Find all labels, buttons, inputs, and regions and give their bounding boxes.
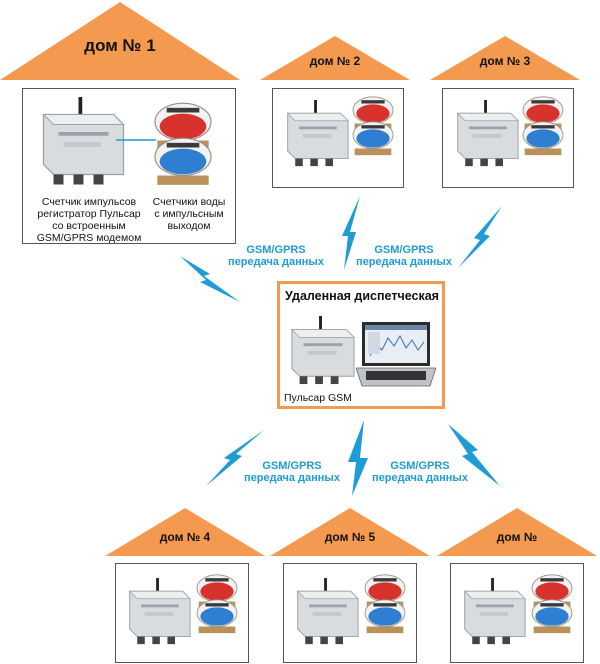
pulsar-device-house-5 <box>297 578 359 645</box>
link-label-bottom-right: GSM/GPRS передача данных <box>372 460 468 484</box>
counter-caption: Счетчик импульсов регистратор Пульсар со… <box>36 196 142 244</box>
water-meters-house-6 <box>531 574 573 634</box>
lightning-house5-to-dispatch <box>348 420 368 496</box>
house-6-label: дом № <box>496 530 538 544</box>
lightning-house6-to-dispatch <box>448 424 500 486</box>
house-1-label: дом № 1 <box>84 36 156 55</box>
pulsar-device-house-3 <box>457 100 519 167</box>
lightning-house4-to-dispatch <box>206 430 264 486</box>
link-label-top-left: GSM/GPRS передача данных <box>228 244 324 268</box>
laptop-icon <box>356 322 436 387</box>
house-3-label: дом № 3 <box>479 54 531 68</box>
roof-house-3 <box>430 36 580 80</box>
water-meters-house-2 <box>352 96 394 156</box>
pulsar-device-house-6 <box>464 578 526 645</box>
lightning-house3-to-dispatch <box>458 206 502 268</box>
link-label-top-right: GSM/GPRS передача данных <box>356 244 452 268</box>
house-2-label: дом № 2 <box>309 54 361 68</box>
lightning-house1-to-dispatch <box>180 256 240 302</box>
meters-caption: Счетчики воды с импульсным выходом <box>152 196 226 232</box>
water-meters-house-4 <box>196 574 238 634</box>
pulsar-gsm-label: Пульсар GSM <box>284 392 352 404</box>
water-meters-house-1 <box>154 102 212 186</box>
pulsar-gsm-device <box>291 316 355 385</box>
roof-house-6 <box>437 508 597 556</box>
pulsar-device-house-1 <box>42 96 125 186</box>
house-4-label: дом № 4 <box>159 530 211 544</box>
water-meters-house-3 <box>522 96 564 156</box>
link-label-bottom-left: GSM/GPRS передача данных <box>244 460 340 484</box>
roof-house-2 <box>260 36 410 80</box>
water-meters-house-5 <box>364 574 406 634</box>
roof-house-5 <box>270 508 430 556</box>
lightning-house2-to-dispatch <box>342 196 360 270</box>
pulsar-device-house-4 <box>129 578 191 645</box>
pulsar-device-house-2 <box>287 100 349 167</box>
dispatch-title: Удаленная диспетческая <box>285 289 439 303</box>
roof-house-1 <box>0 2 240 80</box>
connection-line-house-1 <box>116 139 156 141</box>
roof-house-4 <box>105 508 265 556</box>
house-5-label: дом № 5 <box>324 530 376 544</box>
